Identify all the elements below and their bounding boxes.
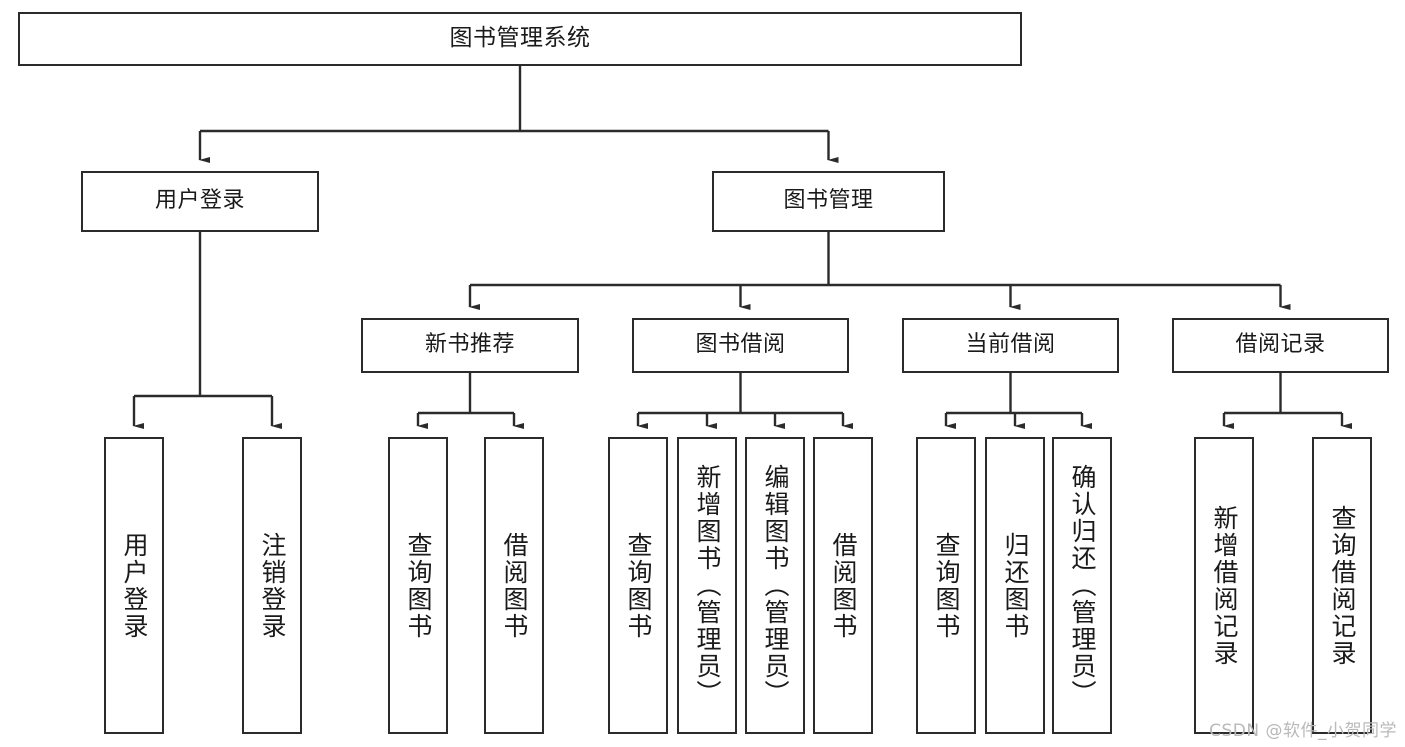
node-book-borrow[interactable]: 图书借阅 bbox=[632, 318, 849, 373]
node-label: 用户登录 bbox=[154, 188, 245, 214]
node-book-manage[interactable]: 图书管理 bbox=[712, 171, 945, 232]
node-leaf-4[interactable]: 借阅图书 bbox=[484, 437, 544, 734]
node-leaf-10[interactable]: 归还图书 bbox=[985, 437, 1045, 734]
node-leaf-12[interactable]: 新增借阅记录 bbox=[1194, 437, 1254, 734]
node-leaf-3[interactable]: 查询图书 bbox=[388, 437, 448, 734]
node-label: 查询借阅记录 bbox=[1328, 504, 1357, 667]
node-loan-record[interactable]: 借阅记录 bbox=[1172, 318, 1389, 373]
node-label: 图书管理 bbox=[783, 188, 874, 214]
node-label: 查询图书 bbox=[624, 531, 653, 640]
node-leaf-6[interactable]: 新增图书（管理员） bbox=[677, 437, 737, 734]
node-leaf-13[interactable]: 查询借阅记录 bbox=[1312, 437, 1372, 734]
node-leaf-1[interactable]: 用户登录 bbox=[104, 437, 164, 734]
node-label: 借阅记录 bbox=[1235, 332, 1326, 358]
node-leaf-9[interactable]: 查询图书 bbox=[916, 437, 976, 734]
node-leaf-11[interactable]: 确认归还（管理员） bbox=[1052, 437, 1112, 734]
node-label: 图书管理系统 bbox=[449, 25, 591, 52]
node-label: 归还图书 bbox=[1001, 531, 1030, 640]
node-leaf-2[interactable]: 注销登录 bbox=[242, 437, 302, 734]
node-label: 新书推荐 bbox=[424, 332, 515, 358]
node-label: 当前借阅 bbox=[965, 332, 1056, 358]
node-label: 用户登录 bbox=[120, 531, 149, 640]
node-label: 查询图书 bbox=[404, 531, 433, 640]
node-user-login[interactable]: 用户登录 bbox=[81, 171, 319, 232]
node-label: 注销登录 bbox=[258, 531, 287, 640]
node-label: 新增借阅记录 bbox=[1210, 504, 1239, 667]
node-label: 编辑图书（管理员） bbox=[761, 464, 790, 707]
node-current-loan[interactable]: 当前借阅 bbox=[902, 318, 1119, 373]
node-label: 借阅图书 bbox=[500, 531, 529, 640]
watermark-text: CSDN @软件_小贺同学 bbox=[1209, 721, 1397, 741]
node-new-book-rec[interactable]: 新书推荐 bbox=[361, 318, 579, 373]
node-label: 图书借阅 bbox=[695, 332, 786, 358]
node-label: 确认归还（管理员） bbox=[1068, 464, 1097, 707]
node-label: 查询图书 bbox=[932, 531, 961, 640]
node-label: 借阅图书 bbox=[829, 531, 858, 640]
node-leaf-5[interactable]: 查询图书 bbox=[608, 437, 668, 734]
node-leaf-7[interactable]: 编辑图书（管理员） bbox=[745, 437, 805, 734]
node-root[interactable]: 图书管理系统 bbox=[18, 12, 1022, 66]
node-leaf-8[interactable]: 借阅图书 bbox=[813, 437, 873, 734]
node-label: 新增图书（管理员） bbox=[693, 464, 722, 707]
